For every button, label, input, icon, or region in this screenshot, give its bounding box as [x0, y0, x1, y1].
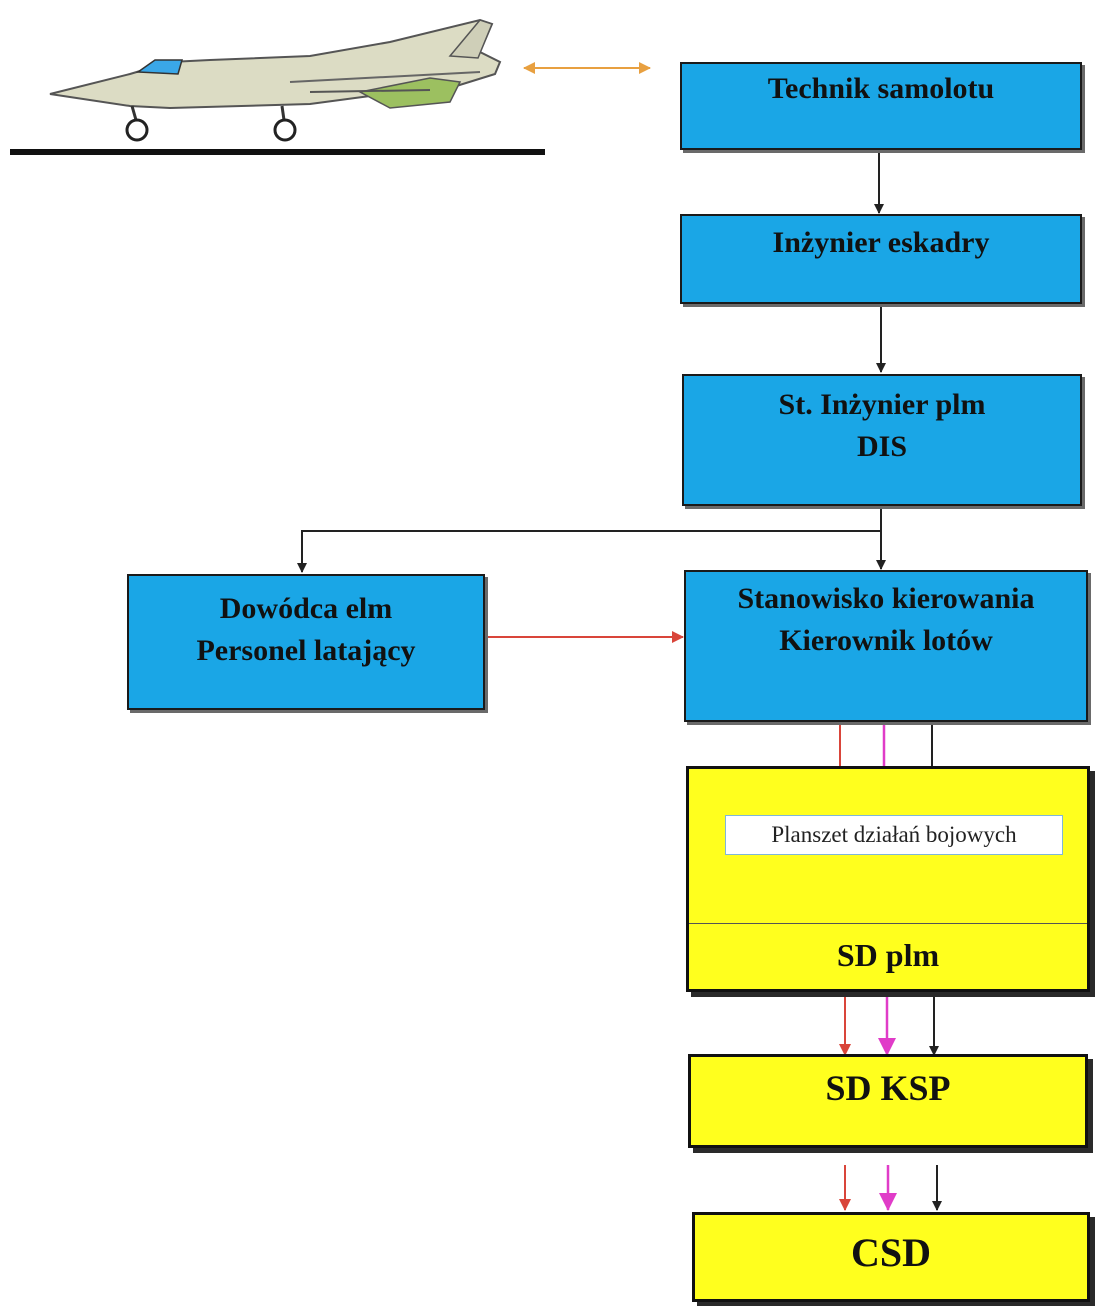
box-st-inzynier-plm: St. Inżynier plm DIS: [682, 374, 1082, 506]
box-label: SD plm: [836, 937, 940, 973]
box-csd: CSD: [692, 1212, 1090, 1302]
box-sd-ksp: SD KSP: [688, 1054, 1088, 1148]
box-label-line-1: Stanowisko kierowania: [737, 582, 1035, 615]
box-stanowisko-kierowania: Stanowisko kierowania Kierownik lotów: [684, 570, 1088, 722]
box-label-line-1: Dowódca elm: [219, 592, 393, 625]
box-dowodca-elm: Dowódca elm Personel latający: [127, 574, 485, 710]
divider: [689, 923, 1087, 924]
box-inzynier-eskadry: Inżynier eskadry: [680, 214, 1082, 304]
box-label: SD KSP: [825, 1068, 951, 1108]
planszet-panel: Planszet działań bojowych: [725, 815, 1063, 855]
box-label-line-2: Kierownik lotów: [779, 624, 993, 657]
box-label-line-1: St. Inżynier plm: [778, 388, 986, 421]
box-label-line-2: Personel latający: [196, 634, 416, 667]
box-technik-samolotu: Technik samolotu: [680, 62, 1082, 150]
box-label: Technik samolotu: [767, 72, 995, 105]
box-sd-plm: Planszet działań bojowych SD plm: [686, 766, 1090, 992]
aircraft-icon: [10, 18, 545, 155]
box-label: CSD: [850, 1230, 932, 1275]
box-label-line-2: DIS: [856, 430, 908, 463]
arrow-st-inzynier-dowodca: [297, 530, 881, 573]
box-label: Inżynier eskadry: [772, 226, 990, 259]
